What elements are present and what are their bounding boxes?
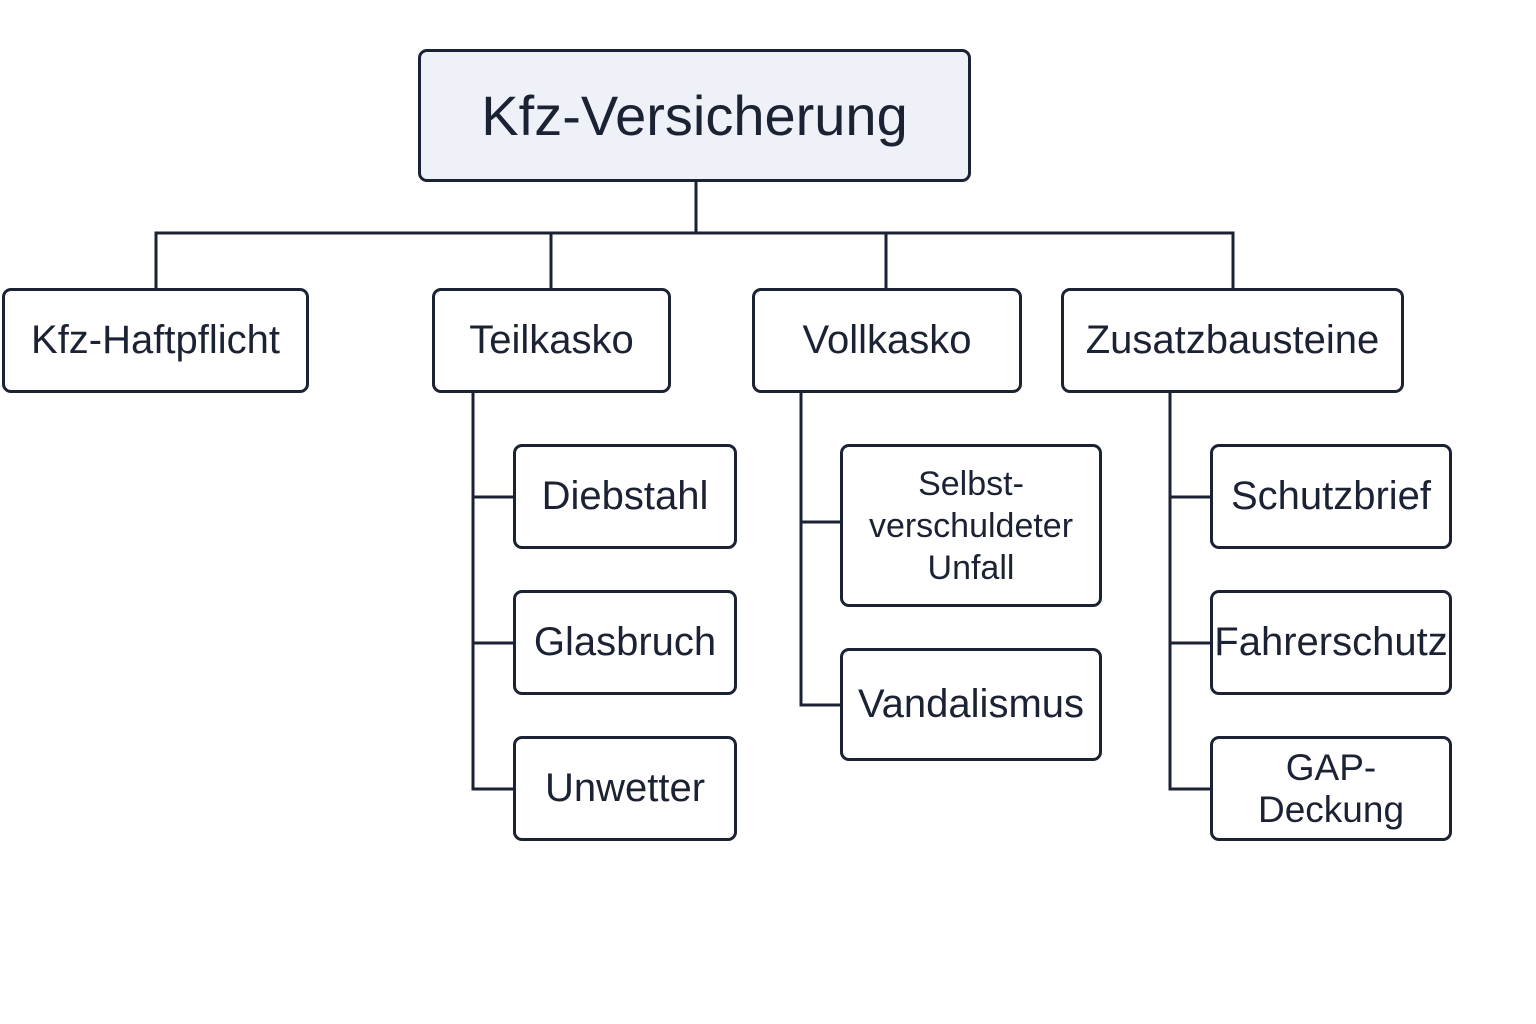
root-label: Kfz-Versicherung <box>481 84 908 147</box>
subnode-vandalismus: Vandalismus <box>840 648 1102 761</box>
subnode-schutzbrief: Schutzbrief <box>1210 444 1452 549</box>
subnode-label: Fahrerschutz <box>1214 620 1448 664</box>
subnode-label: Glasbruch <box>533 620 717 664</box>
subnode-label: Unwetter <box>544 766 706 810</box>
subnode-gap-deckung: GAP-Deckung <box>1210 736 1452 841</box>
subnode-fahrerschutz: Fahrerschutz <box>1210 590 1452 695</box>
category-label: Vollkasko <box>802 318 972 362</box>
subnode-label: Diebstahl <box>541 474 709 518</box>
subnode-label: GAP-Deckung <box>1257 746 1405 830</box>
subnode-selbstverschuldeter-unfall: Selbst- verschuldeter Unfall <box>840 444 1102 607</box>
subnode-label: Selbst- verschuldeter Unfall <box>868 464 1074 587</box>
category-node-teilkasko: Teilkasko <box>432 288 671 393</box>
category-label: Kfz-Haftpflicht <box>31 318 280 362</box>
subnode-unwetter: Unwetter <box>513 736 737 841</box>
category-node-vollkasko: Vollkasko <box>752 288 1022 393</box>
subnode-glasbruch: Glasbruch <box>513 590 737 695</box>
root-node: Kfz-Versicherung <box>418 49 971 182</box>
subnode-label: Vandalismus <box>857 682 1085 726</box>
subnode-diebstahl: Diebstahl <box>513 444 737 549</box>
category-node-zusatzbausteine: Zusatzbausteine <box>1061 288 1404 393</box>
category-node-kfz-haftpflicht: Kfz-Haftpflicht <box>2 288 309 393</box>
category-label: Teilkasko <box>469 318 634 362</box>
category-label: Zusatzbausteine <box>1085 318 1380 362</box>
subnode-label: Schutzbrief <box>1230 474 1432 518</box>
